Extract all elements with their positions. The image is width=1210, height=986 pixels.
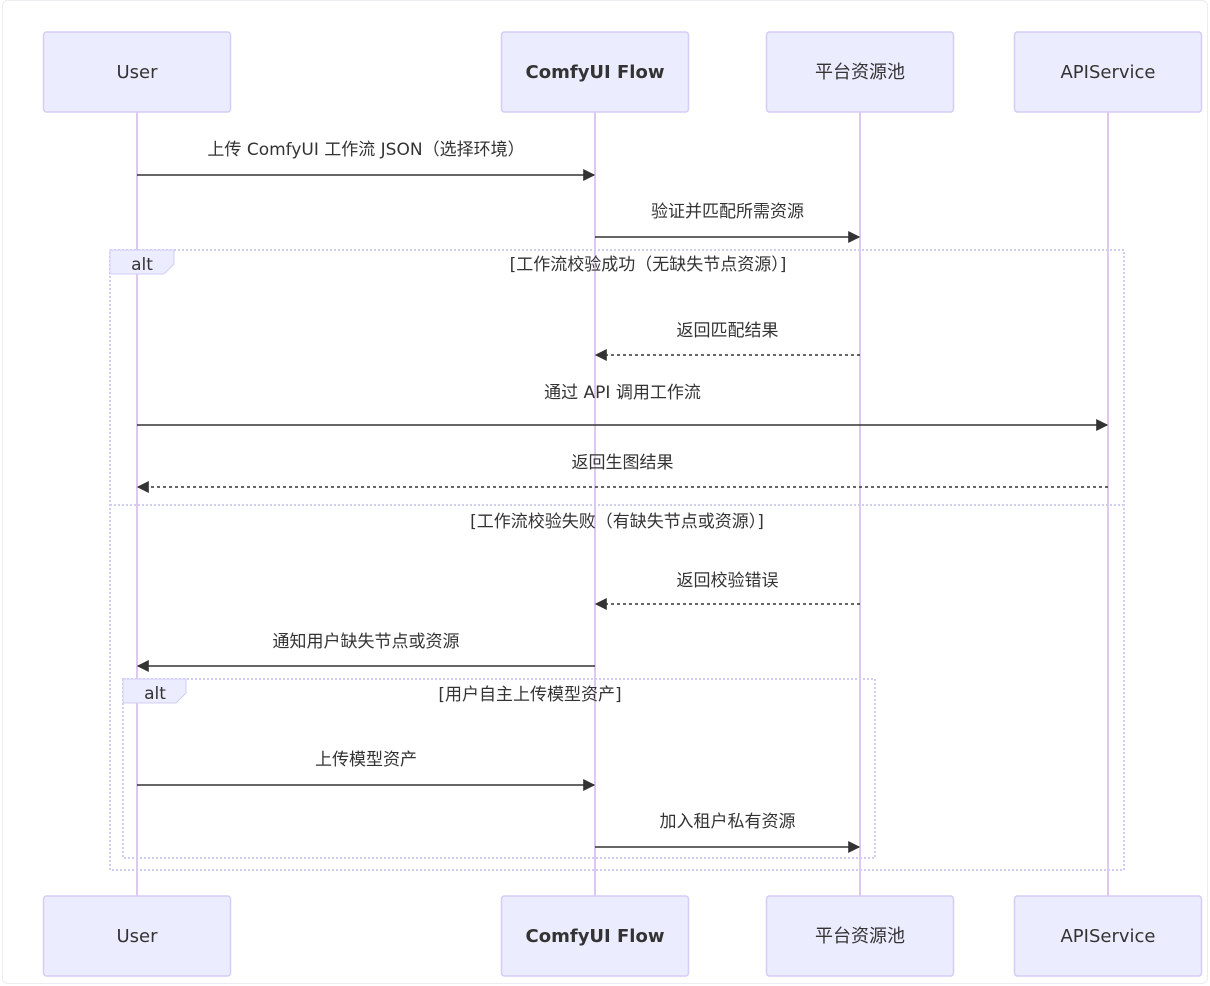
actor-label-pool-bottom: 平台资源池 — [815, 926, 905, 947]
message-label-7: 通知用户缺失节点或资源 — [273, 632, 460, 652]
actors-top: User ComfyUI Flow 平台资源池 APIService — [42, 31, 1203, 113]
alt-block-inner: alt [用户自主上传模型资产] — [122, 678, 876, 859]
alt-condition-failure: [工作流校验失败（有缺失节点或资源）] — [470, 512, 764, 532]
actor-label-api-bottom: APIService — [1060, 926, 1155, 947]
actor-label-api-top: APIService — [1060, 62, 1155, 83]
actor-box-pool-bottom — [765, 895, 955, 977]
actor-label-pool-top: 平台资源池 — [815, 62, 905, 83]
actor-box-api-bottom — [1013, 895, 1203, 977]
alt-condition-success: [工作流校验成功（无缺失节点资源）] — [510, 255, 787, 275]
alt-block-outer: alt [工作流校验成功（无缺失节点资源）] [工作流校验失败（有缺失节点或资源… — [109, 249, 1125, 871]
actors-bottom: User ComfyUI Flow 平台资源池 APIService — [42, 895, 1203, 977]
alt-condition-upload: [用户自主上传模型资产] — [438, 685, 621, 705]
message-label-3: 返回匹配结果 — [677, 321, 779, 341]
actor-label-comfy-top: ComfyUI Flow — [526, 62, 665, 83]
actor-label-user-top: User — [116, 62, 158, 83]
actor-label-user-bottom: User — [116, 926, 158, 947]
actor-label-comfy-bottom: ComfyUI Flow — [526, 926, 665, 947]
message-label-6: 返回校验错误 — [677, 571, 779, 591]
actor-box-user-bottom — [42, 895, 232, 977]
alt-keyword-inner: alt — [144, 684, 166, 704]
messages: 上传 ComfyUI 工作流 JSON（选择环境） 验证并匹配所需资源返回匹配结果… — [136, 140, 1109, 853]
message-label-2: 验证并匹配所需资源 — [651, 202, 804, 222]
alt-keyword-outer: alt — [131, 255, 153, 275]
message-label-5: 返回生图结果 — [572, 453, 674, 473]
actor-box-user-top — [42, 31, 232, 113]
message-label-1: 上传 ComfyUI 工作流 JSON（选择环境） — [207, 140, 524, 160]
message-label-9: 加入租户私有资源 — [660, 812, 796, 832]
message-label-8: 上传模型资产 — [315, 750, 417, 770]
actor-box-api-top — [1013, 31, 1203, 113]
actor-box-pool-top — [765, 31, 955, 113]
actor-box-comfy-top — [500, 31, 690, 113]
message-label-4: 通过 API 调用工作流 — [544, 383, 701, 403]
actor-box-comfy-bottom — [500, 895, 690, 977]
